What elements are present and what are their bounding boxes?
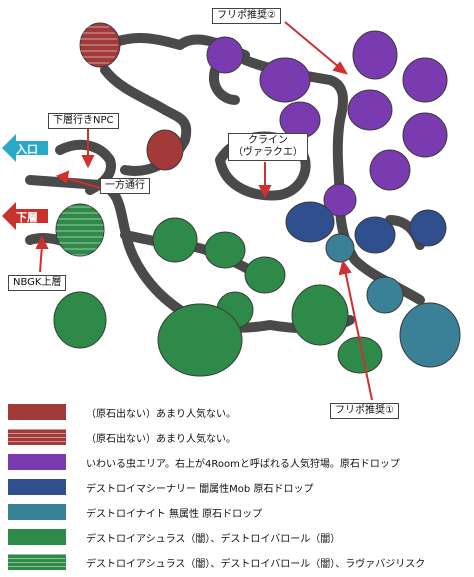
legend-swatch — [8, 504, 66, 520]
callout-oneway: 一方通行 — [100, 178, 150, 194]
entrance-arrow[interactable] — [2, 134, 48, 162]
pointer-lines — [35, 21, 373, 400]
legend-row: デストロイアシュラス（闇）、デストロイバロール（闇） — [8, 527, 468, 547]
legend-row: （原石出ない）あまり人気ない。 — [8, 427, 468, 447]
legend-row: （原石出ない）あまり人気ない。 — [8, 402, 468, 422]
legend-text: デストロイナイト 無属性 原石ドロップ — [86, 509, 263, 520]
callout-frepo2: フリポ推奨② — [212, 8, 281, 24]
legend-row: デストロイナイト 無属性 原石ドロップ — [8, 502, 468, 522]
callout-crain: クライン （ヴァラクエ） — [228, 133, 308, 161]
legend-swatch — [8, 529, 66, 545]
legend-text: デストロイアシュラス（闇）、デストロイバロール（闇） — [86, 534, 341, 545]
dungeon-map — [2, 21, 461, 400]
legend-text: （原石出ない）あまり人気ない。 — [86, 409, 236, 420]
legend-text: いわいる虫エリア。右上が4Roomと呼ばれる人気狩場。原石ドロップ — [86, 459, 400, 470]
legend-swatch — [8, 554, 66, 570]
callout-nbgk: NBGK上層 — [8, 275, 67, 291]
callout-crain-line2: （ヴァラクエ） — [233, 147, 303, 158]
legend-swatch — [8, 454, 66, 470]
legend-swatch — [8, 404, 66, 420]
legend-swatch — [8, 479, 66, 495]
legend-row: いわいる虫エリア。右上が4Roomと呼ばれる人気狩場。原石ドロップ — [8, 452, 468, 472]
legend: （原石出ない）あまり人気ない。 （原石出ない）あまり人気ない。 いわいる虫エリア… — [0, 400, 474, 577]
callout-crain-line1: クライン — [248, 135, 288, 146]
lower-floor-arrow[interactable] — [2, 202, 48, 230]
legend-text: デストロイマシーナリー 闇属性Mob 原石ドロップ — [86, 484, 314, 495]
legend-row: デストロイアシュラス（闇）、デストロイバロール（闇）、ラヴァバジリスク — [8, 552, 468, 572]
lower-floor-label: 下層 — [16, 211, 38, 224]
legend-row: デストロイマシーナリー 闇属性Mob 原石ドロップ — [8, 477, 468, 497]
corridors — [25, 33, 425, 334]
legend-text: （原石出ない）あまり人気ない。 — [86, 434, 236, 445]
entrance-label: 入口 — [16, 143, 38, 156]
callout-lower-npc: 下層行きNPC — [48, 113, 119, 129]
zones — [53, 22, 461, 377]
callout-frepo1: フリポ推奨① — [330, 403, 399, 419]
legend-text: デストロイアシュラス（闇）、デストロイバロール（闇）、ラヴァバジリスク — [86, 559, 426, 570]
legend-swatch — [8, 429, 66, 445]
